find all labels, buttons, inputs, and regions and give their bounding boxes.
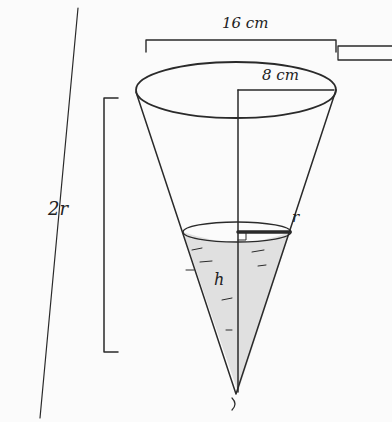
top-radius — [238, 89, 334, 91]
water-surface — [183, 222, 291, 242]
cone-rim — [136, 62, 336, 118]
cone-sides — [136, 90, 336, 394]
water — [183, 232, 290, 392]
cone-axis — [237, 90, 239, 392]
right-angle — [238, 232, 246, 240]
radius-dimension: 8 cm — [262, 68, 299, 83]
sketch-box — [338, 46, 392, 60]
width-bracket — [146, 40, 336, 52]
apex-mark — [232, 398, 235, 410]
height-dimension: 2r — [48, 200, 68, 218]
water-hatching — [186, 248, 266, 330]
water-height-label: h — [214, 272, 224, 288]
margin-line — [40, 8, 78, 418]
height-bracket — [104, 98, 118, 352]
water-radius-label: r — [292, 210, 299, 225]
width-dimension: 16 cm — [222, 16, 268, 31]
